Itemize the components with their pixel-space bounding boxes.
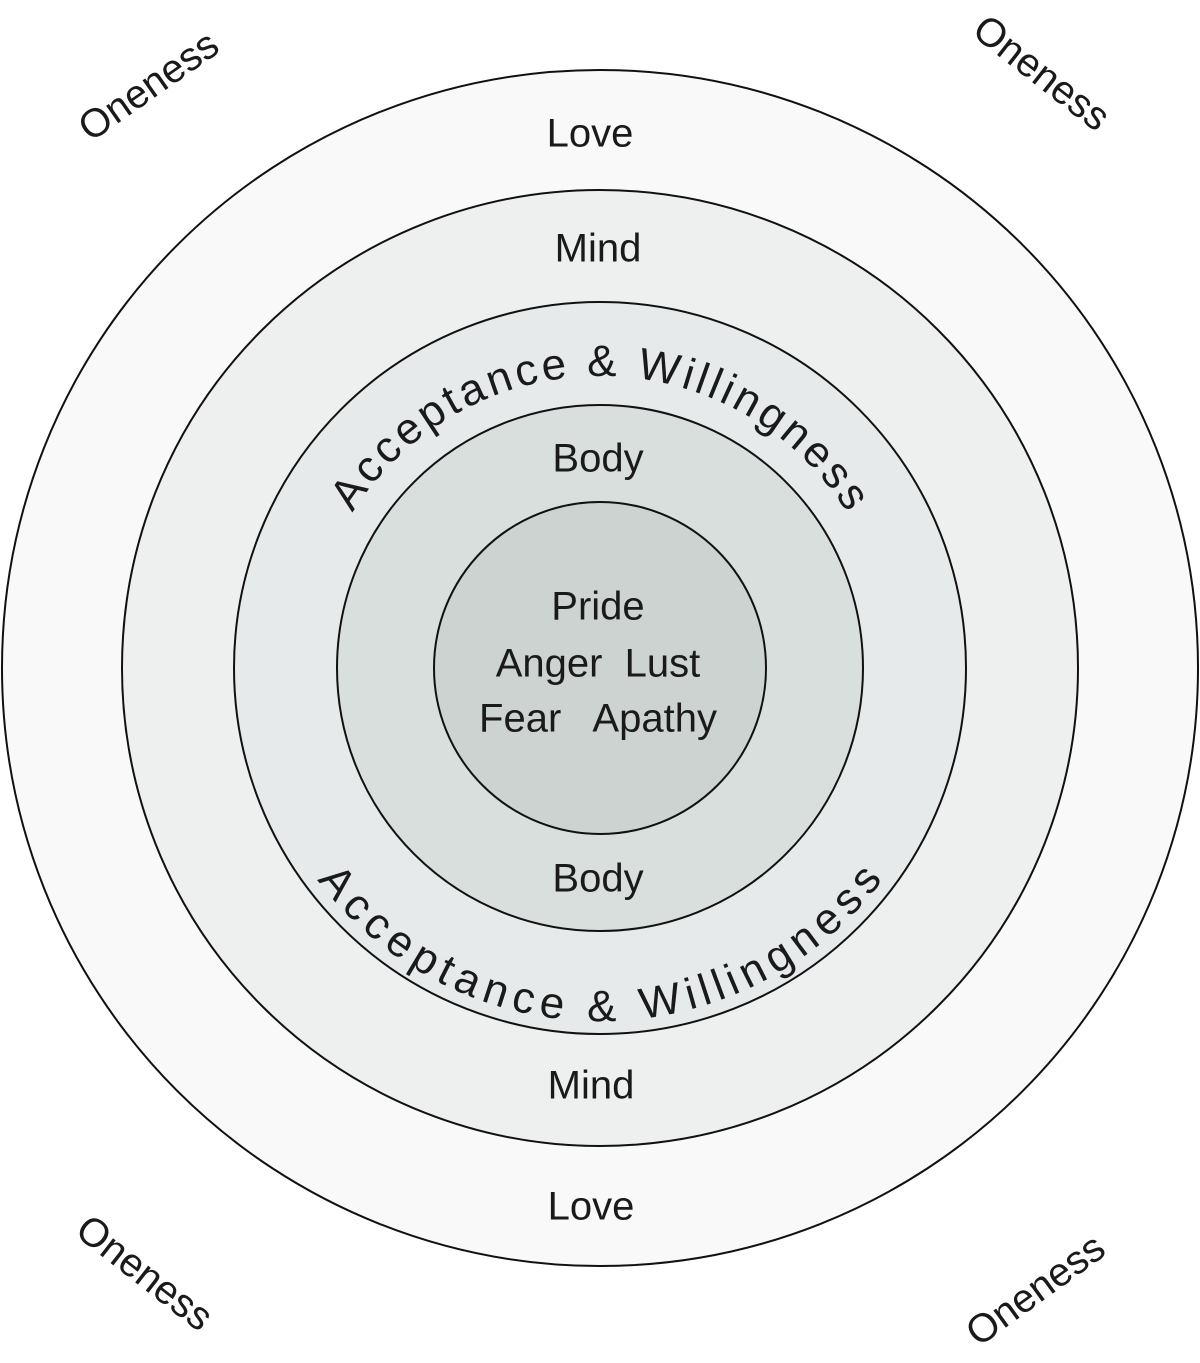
label-body-bottom: Body — [552, 857, 643, 901]
core-circle — [433, 501, 767, 835]
label-mind-top: Mind — [555, 227, 642, 271]
oneness-bottom-right: Oneness — [958, 1225, 1113, 1355]
label-pride: Pride — [551, 585, 644, 629]
oneness-top-left: Oneness — [70, 22, 226, 150]
label-anger-lust: Anger Lust — [496, 642, 701, 686]
label-fear-apathy: Fear Apathy — [479, 697, 717, 741]
oneness-top-right: Oneness — [965, 6, 1118, 139]
label-mind-bottom: Mind — [548, 1064, 635, 1108]
label-love-top: Love — [547, 112, 634, 156]
label-love-bottom: Love — [548, 1185, 635, 1229]
oneness-bottom-left: Oneness — [68, 1206, 221, 1339]
label-body-top: Body — [552, 437, 643, 481]
